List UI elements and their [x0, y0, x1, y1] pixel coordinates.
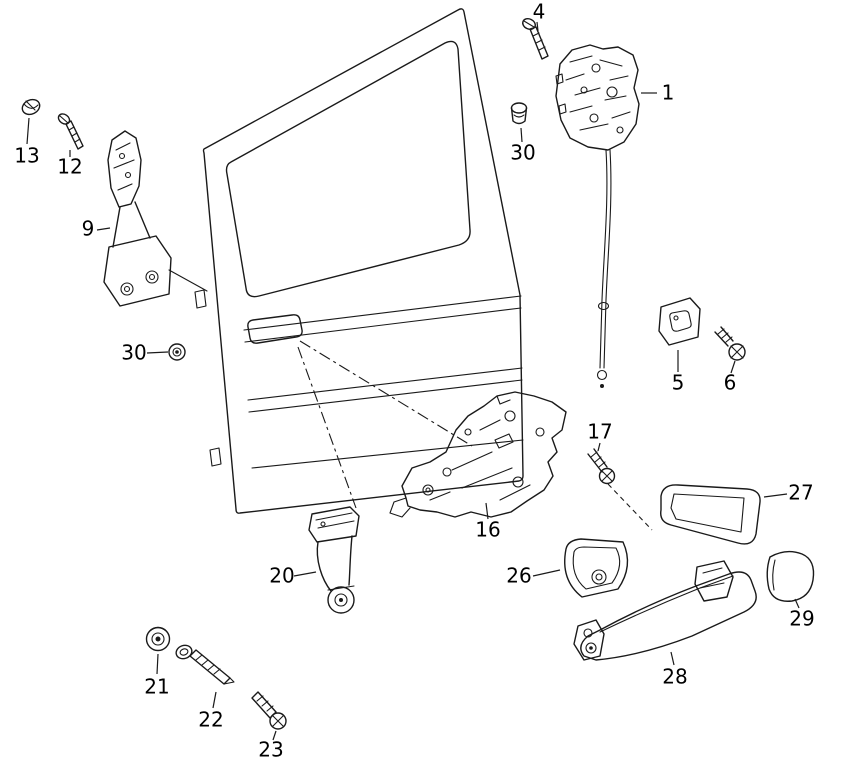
part-20-roller-bracket — [308, 506, 360, 614]
callout-27: 27 — [788, 481, 813, 505]
part-12-screw — [57, 113, 84, 150]
lock-rod — [596, 149, 612, 388]
part-21-grommet — [145, 626, 171, 652]
callout-29: 29 — [789, 607, 814, 631]
part-1-lock-assembly — [555, 44, 640, 151]
callout-1: 1 — [662, 81, 675, 105]
part-17-screw — [587, 448, 616, 485]
callout-6: 6 — [724, 371, 737, 395]
leader-lines — [26, 21, 800, 741]
part-23-screw — [251, 691, 287, 730]
callout-5: 5 — [672, 371, 685, 395]
callout-16: 16 — [475, 518, 500, 542]
part-4-screw — [522, 18, 549, 60]
callout-22: 22 — [198, 708, 223, 732]
callout-4: 4 — [533, 0, 546, 24]
part-22-bolt — [175, 644, 235, 685]
door-panel — [194, 8, 524, 514]
callout-30-top: 30 — [510, 141, 535, 165]
alignment-dashlines — [297, 340, 653, 531]
callout-23: 23 — [258, 738, 283, 762]
door-handle-cutout — [247, 314, 303, 344]
callout-17: 17 — [587, 420, 612, 444]
part-9-hinge-bracket — [103, 130, 208, 307]
callout-26: 26 — [506, 564, 531, 588]
part-29-end-cap — [766, 550, 815, 602]
door-edge-tab — [209, 447, 222, 467]
part-5-striker — [658, 297, 701, 346]
callout-21: 21 — [144, 675, 169, 699]
part-27-handle-cover — [660, 484, 761, 545]
door-window-opening — [225, 40, 471, 298]
part-6-screw — [714, 326, 746, 361]
callout-12: 12 — [57, 155, 82, 179]
part-30-plug-top — [510, 102, 528, 125]
part-16-carrier-plate — [389, 391, 567, 518]
door-edge-tab — [194, 289, 207, 309]
part-13-clip — [21, 98, 41, 116]
callout-20: 20 — [269, 564, 294, 588]
part-28-door-handle — [573, 560, 757, 661]
callout-13: 13 — [14, 144, 39, 168]
callout-30-left: 30 — [121, 341, 146, 365]
callout-28: 28 — [662, 665, 687, 689]
part-26-handle-shell — [564, 538, 629, 598]
part-30-grommet-left — [168, 343, 186, 361]
callout-9: 9 — [82, 217, 95, 241]
